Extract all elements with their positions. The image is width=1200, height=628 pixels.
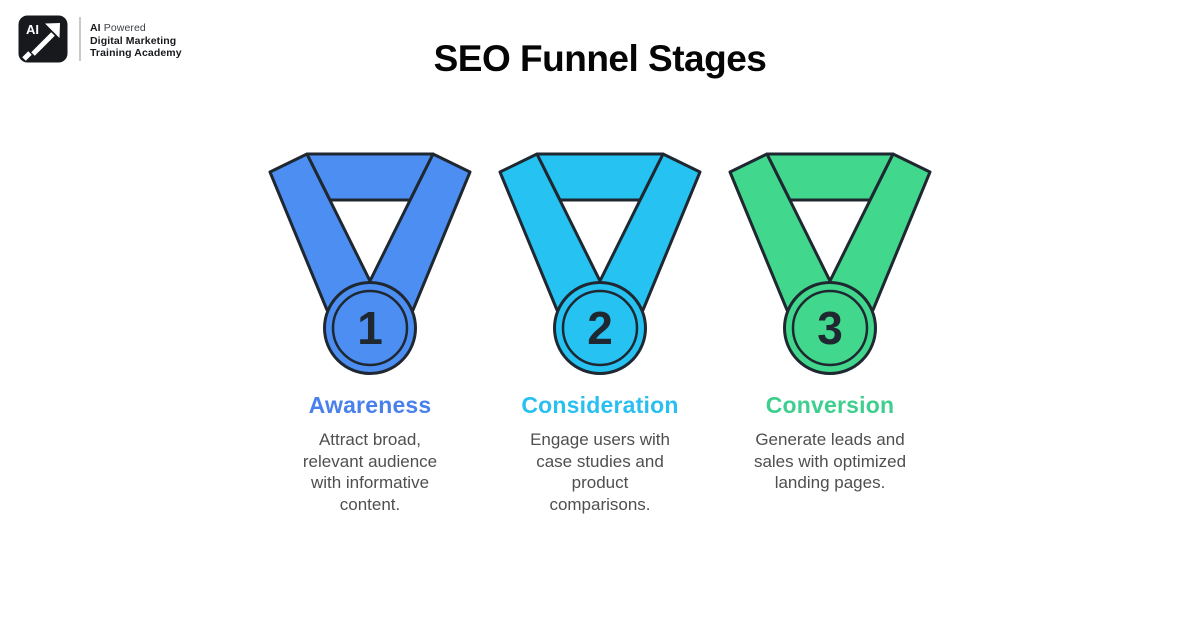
arrow-dash xyxy=(22,51,32,61)
medal-disc xyxy=(323,281,417,375)
stage-column-consideration: 2 Consideration Engage users with case s… xyxy=(485,145,715,515)
stages-row: 1 Awareness Attract broad, relevant audi… xyxy=(255,145,945,515)
medal-3-icon: 3 xyxy=(728,152,932,375)
logo-badge-text: AI xyxy=(26,22,39,37)
medal-disc xyxy=(783,281,877,375)
brand-logo: AI AI Powered Digital Marketing Training… xyxy=(18,15,182,63)
medal-disc xyxy=(553,281,647,375)
stage-title: Conversion xyxy=(765,392,895,418)
medal-2-icon: 2 xyxy=(498,152,702,375)
stage-column-awareness: 1 Awareness Attract broad, relevant audi… xyxy=(255,145,485,515)
medal-inner-ring xyxy=(791,289,869,367)
stage-column-conversion: 3 Conversion Generate leads and sales wi… xyxy=(715,145,945,515)
medal-inner-ring xyxy=(331,289,409,367)
logo-line-2: Digital Marketing xyxy=(90,34,177,47)
logo-divider xyxy=(79,17,81,61)
ribbon-top-band xyxy=(535,152,665,202)
logo-ai-label: AI xyxy=(90,22,101,35)
logo-line-3: Training Academy xyxy=(90,47,182,60)
medal-1-icon: 1 xyxy=(268,152,472,375)
stage-title: Awareness xyxy=(308,392,432,418)
stage-description: Engage users with case studies and produ… xyxy=(530,430,670,514)
arrow-head xyxy=(45,23,60,38)
logo-wordmark: AI Powered Digital Marketing Training Ac… xyxy=(90,18,182,60)
ribbon-top-band xyxy=(765,152,895,202)
page-title: SEO Funnel Stages xyxy=(433,38,767,79)
arrow-shaft xyxy=(31,32,55,56)
ribbon-top-band xyxy=(305,152,435,202)
logo-line-1: AI Powered xyxy=(90,22,182,35)
logo-powered-label: Powered xyxy=(100,22,146,35)
medal-number: 3 xyxy=(817,302,843,354)
medal-inner-ring xyxy=(561,289,639,367)
medal-number: 1 xyxy=(357,302,383,354)
stage-description: Generate leads and sales with optimized … xyxy=(753,430,907,492)
ai-arrow-logo-icon: AI xyxy=(18,15,68,63)
stage-description: Attract broad, relevant audience with in… xyxy=(302,430,438,514)
stage-title: Consideration xyxy=(521,392,679,418)
medal-number: 2 xyxy=(587,302,613,354)
